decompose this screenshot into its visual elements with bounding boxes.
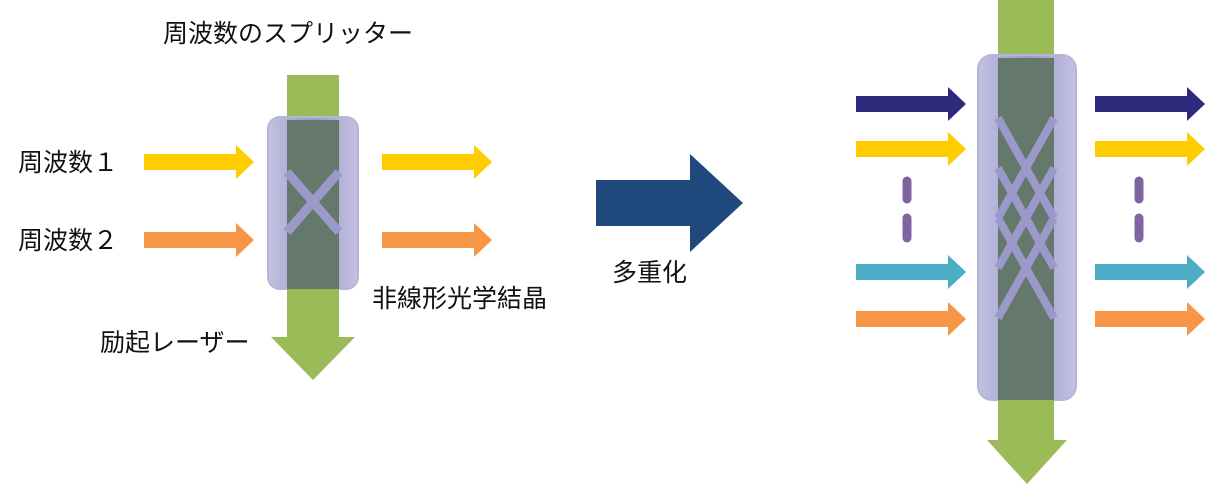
pump-beam-bottom: [287, 289, 339, 337]
single-splitter: 周波数のスプリッター 周波数１ 周波数２ 非線形光学結晶 励起レーザー: [18, 19, 547, 380]
pump-label: 励起レーザー: [100, 328, 250, 357]
mux-output-arrow-orange: [1095, 302, 1205, 336]
multiplexed-splitter: [856, 0, 1205, 484]
mux-pump-beam-top: [998, 0, 1054, 62]
mux-input-arrow-cyan: [856, 255, 966, 289]
mux-pump-arrow-head: [987, 440, 1067, 484]
mux-pump-beam-bottom: [998, 400, 1054, 440]
mux-input-arrow-yellow: [856, 132, 966, 166]
freq2-label: 周波数２: [18, 226, 118, 255]
mux-input-arrow-navy: [856, 87, 966, 121]
mux-output-arrow-yellow: [1095, 132, 1205, 166]
multiplex-label: 多重化: [612, 258, 687, 287]
mux-input-arrow-orange: [856, 302, 966, 336]
crossing-light-paths: [283, 169, 343, 235]
freq1-output-arrow: [382, 145, 492, 179]
freq1-input-arrow: [144, 145, 254, 179]
multiplex-transition: 多重化: [596, 154, 743, 287]
pump-arrow-head: [271, 337, 355, 380]
mux-output-arrow-navy: [1095, 87, 1205, 121]
crystal-label: 非線形光学結晶: [372, 284, 547, 313]
freq2-input-arrow: [144, 223, 254, 257]
mux-crossing-light-paths: [994, 116, 1058, 320]
title-label: 周波数のスプリッター: [163, 19, 413, 48]
multiplex-arrow: [596, 154, 743, 252]
freq1-label: 周波数１: [18, 148, 118, 177]
freq2-output-arrow: [382, 223, 492, 257]
mux-output-arrow-cyan: [1095, 255, 1205, 289]
